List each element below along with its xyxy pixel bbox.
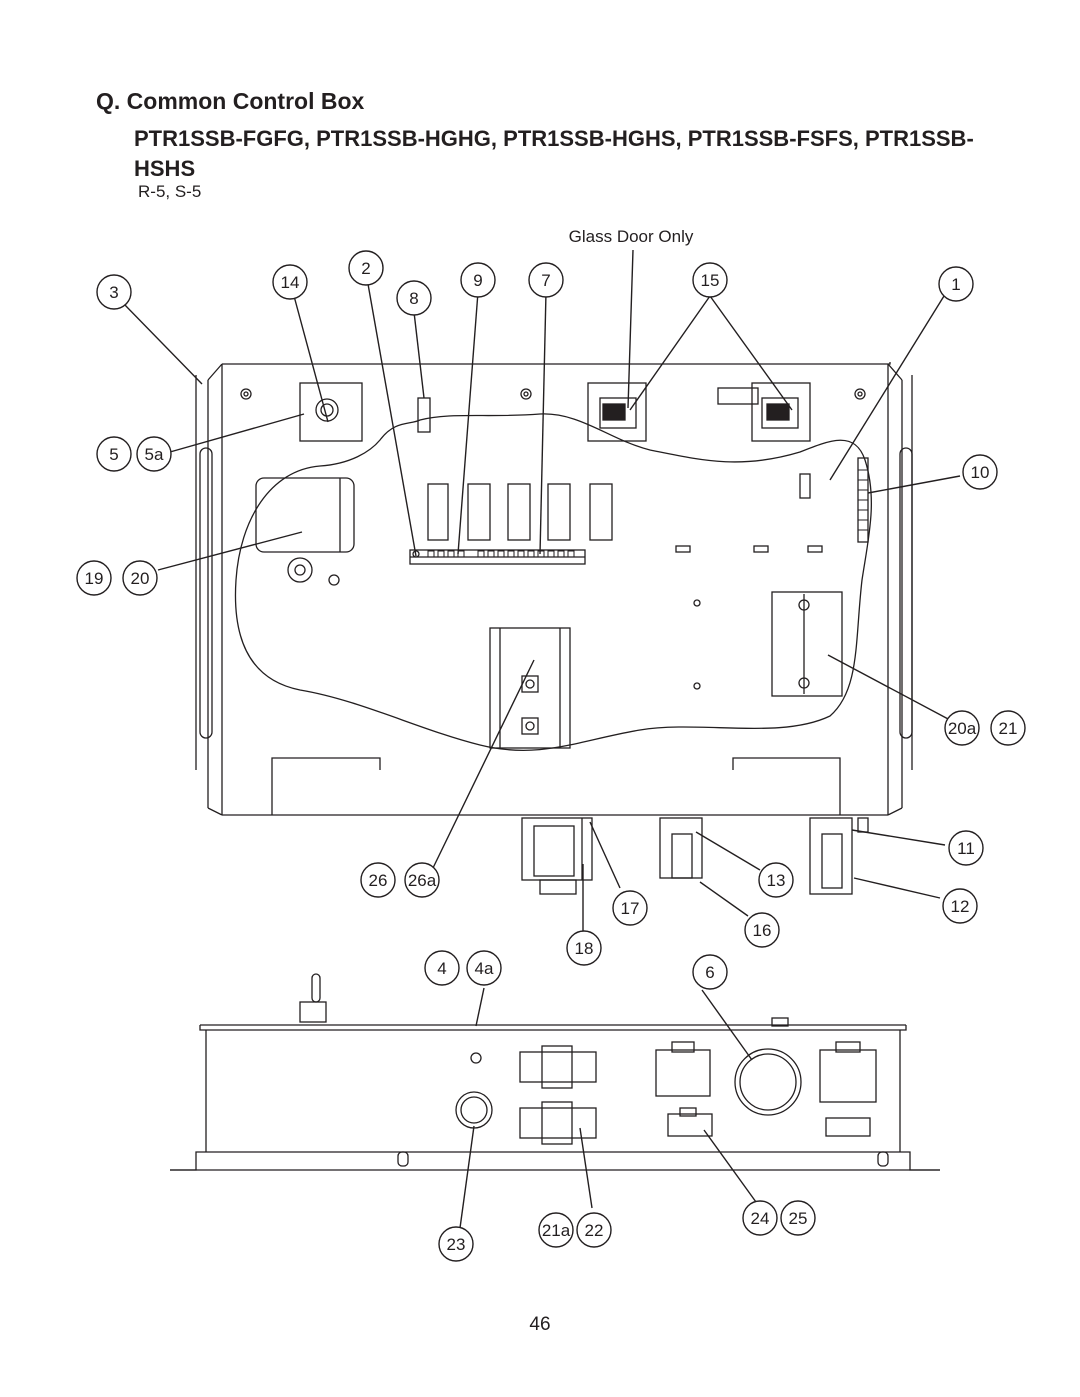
callout-circle-1 (938, 266, 974, 302)
callout-circle-2 (348, 250, 384, 286)
callout-26a: 26a (408, 871, 437, 890)
callout-circle-19 (692, 262, 728, 298)
model-list: PTR1SSB-FGFG, PTR1SSB-HGHG, PTR1SSB-HGHS… (134, 126, 974, 181)
callout-7: 23 (447, 1235, 466, 1254)
callout-circle-11 (460, 262, 496, 298)
leader-lines (123, 249, 961, 1229)
callout-circle-18 (272, 264, 308, 300)
callout-circle-15 (744, 912, 780, 948)
callout-circle-4 (424, 950, 460, 986)
callout-circle-13 (942, 888, 978, 924)
callout-11: 9 (473, 271, 482, 290)
callout-22: 21a (542, 1221, 571, 1240)
callout-circle-20 (76, 560, 112, 596)
callout-circle-10 (396, 280, 432, 316)
callout-9: 10 (971, 463, 990, 482)
callout-circle-14 (758, 862, 794, 898)
page-number: 46 (529, 1314, 551, 1335)
callout-6: 6 (705, 963, 714, 982)
callout-circle-5a (136, 436, 172, 472)
callout-25: 25 (789, 1209, 808, 1228)
callout-24: 24 (751, 1209, 770, 1228)
callout-20: 19 (85, 569, 104, 588)
callout-circle-3 (96, 274, 132, 310)
callout-circle-5 (96, 436, 132, 472)
callout-circle-4a (466, 950, 502, 986)
annotation-glass-door-only: Glass Door Only (569, 227, 694, 246)
callout-circle-22 (538, 1212, 574, 1248)
callout-circles (76, 250, 1026, 1262)
callout-12: 11 (957, 839, 975, 858)
callout-circle-25 (780, 1200, 816, 1236)
callout-circle-12 (948, 830, 984, 866)
callout-18: 14 (281, 273, 300, 292)
callout-15: 16 (753, 921, 772, 940)
callout-16: 17 (621, 899, 640, 918)
callout-2: 2 (361, 259, 370, 278)
control-box-front-view (195, 362, 913, 895)
callout-circle-17 (566, 930, 602, 966)
callout-circle-21 (944, 710, 980, 746)
callout-circle-16 (612, 890, 648, 926)
callout-circle-24 (742, 1200, 778, 1236)
callout-21a: 21 (999, 719, 1018, 738)
control-box-bottom-view (170, 973, 940, 1171)
callout-4: 4 (437, 959, 446, 978)
callout-13: 12 (951, 897, 970, 916)
callout-circle-20a (122, 560, 158, 596)
callout-8: 7 (541, 271, 550, 290)
callout-labels: Glass Door Only 3 14 2 8 9 7 15 1 10 5 5… (85, 227, 1018, 1254)
callout-21: 20a (948, 719, 977, 738)
callout-23: 22 (585, 1221, 604, 1240)
variant-label: R-5, S-5 (138, 182, 202, 201)
callout-circle-23 (576, 1212, 612, 1248)
callout-circle-8 (528, 262, 564, 298)
callout-20a: 20 (131, 569, 150, 588)
callout-4a: 4a (475, 959, 494, 978)
callout-circle-21a (990, 710, 1026, 746)
section-title: Q. Common Control Box (96, 88, 365, 114)
callout-5: 5 (109, 445, 118, 464)
callout-5a: 5a (145, 445, 164, 464)
callout-circle-7 (438, 1226, 474, 1262)
callout-19: 15 (701, 271, 720, 290)
callout-circle-9 (962, 454, 998, 490)
callout-circle-26a (404, 862, 440, 898)
callout-3: 3 (109, 283, 118, 302)
callout-17: 18 (575, 939, 594, 958)
callout-26: 26 (369, 871, 388, 890)
callout-1: 1 (951, 275, 960, 294)
callout-14: 13 (767, 871, 786, 890)
callout-circle-26 (360, 862, 396, 898)
callout-circle-6 (692, 954, 728, 990)
callout-10: 8 (409, 289, 418, 308)
